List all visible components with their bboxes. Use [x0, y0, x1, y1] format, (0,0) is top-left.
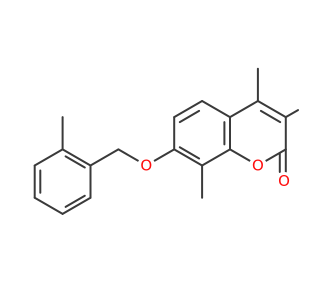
bond — [173, 100, 204, 119]
molecule-structure: O O O — [33, 67, 299, 215]
bond — [284, 109, 299, 119]
bond — [201, 100, 231, 119]
bond — [89, 148, 120, 167]
bond — [33, 196, 64, 215]
bond-double-inner — [64, 194, 86, 208]
bond — [256, 100, 287, 119]
carbonyl-oxygen-label: O — [278, 172, 290, 190]
atom-mask — [248, 156, 267, 175]
molecule-canvas: O O O — [33, 67, 299, 215]
atom-mask — [275, 172, 293, 190]
bond — [229, 100, 259, 119]
bond — [201, 148, 231, 167]
bond-double-inner — [64, 155, 86, 169]
bond — [61, 196, 92, 215]
bond — [61, 148, 92, 167]
ether-oxygen-label: O — [140, 157, 152, 175]
bond-double-inner — [259, 109, 282, 124]
bond — [173, 148, 204, 167]
bond-double-inner — [178, 109, 201, 124]
bond-double-inner — [178, 146, 201, 160]
atom-mask — [137, 156, 156, 175]
ring-oxygen-label: O — [252, 157, 264, 175]
bond — [33, 148, 64, 167]
